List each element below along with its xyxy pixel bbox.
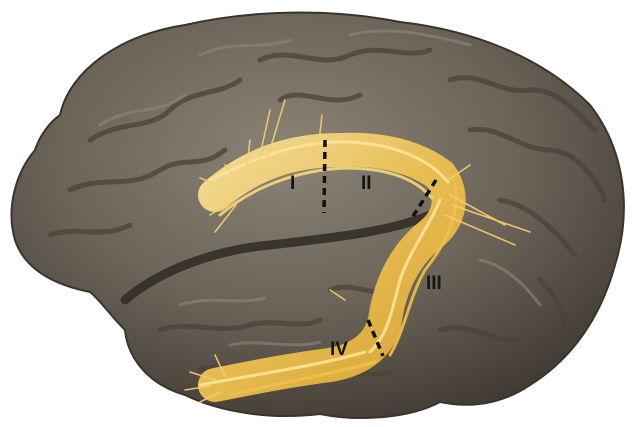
segment-label-3: III	[426, 273, 442, 294]
segment-label-1: I	[290, 173, 295, 194]
segment-label-4: IV	[330, 339, 348, 360]
segment-label-2: II	[361, 173, 372, 194]
